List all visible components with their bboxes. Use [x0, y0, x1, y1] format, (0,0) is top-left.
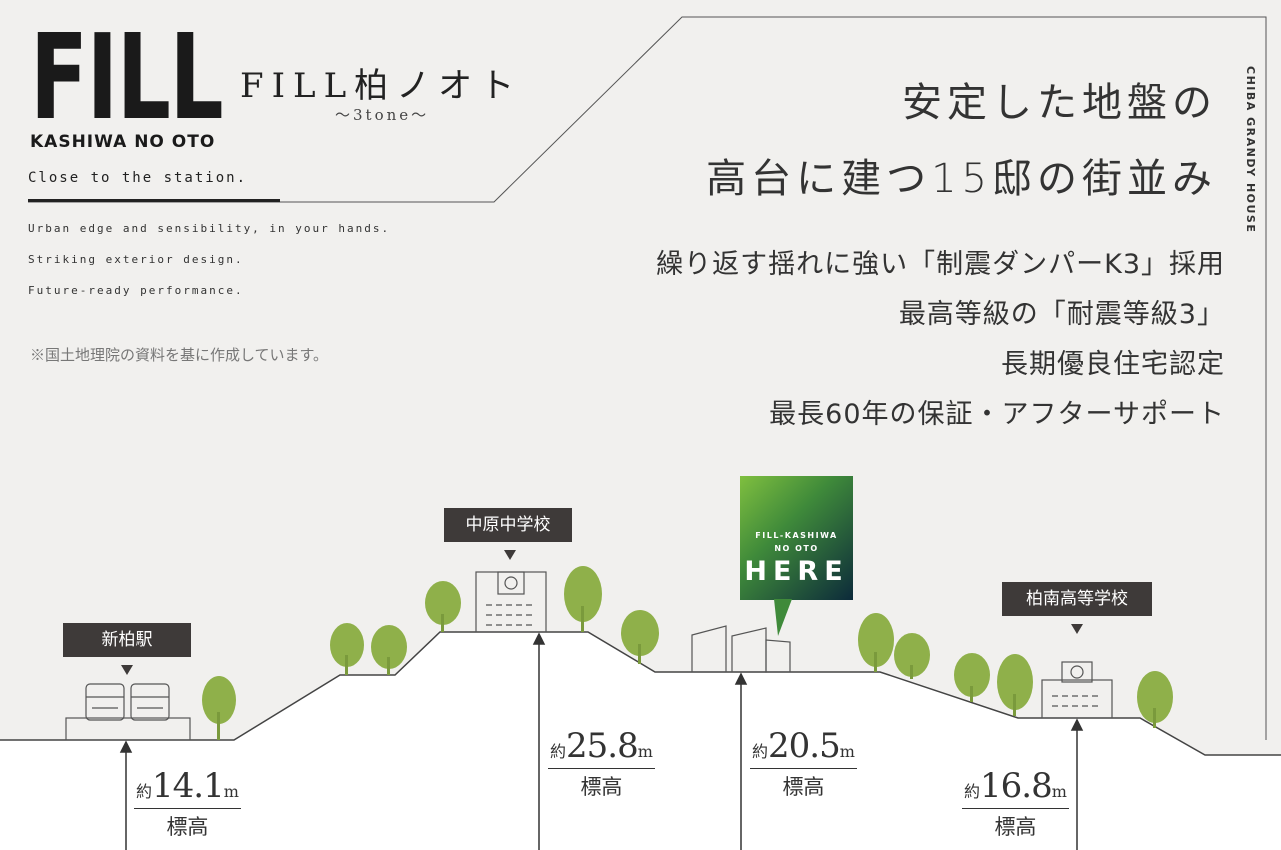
- elevation-shinkashiwa: 約14.1m 標高: [134, 766, 241, 841]
- elevation-value: 14.1: [152, 766, 225, 806]
- tree-icon: [202, 676, 236, 740]
- tree-icon: [858, 613, 894, 672]
- elevation-label: 標高: [994, 815, 1037, 839]
- elevation-hakunan: 約16.8m 標高: [962, 766, 1069, 841]
- here-marker: FILL-KASHIWA NO OTO HERE: [740, 476, 853, 600]
- junior-high-school-icon: [475, 571, 547, 633]
- feature-3: 長期優良住宅認定: [1001, 349, 1225, 380]
- elevation-value: 20.5: [768, 726, 841, 766]
- high-school-icon: [1041, 661, 1113, 719]
- tree-icon: [425, 581, 461, 632]
- feature-2: 最高等級の「耐震等級3」: [898, 299, 1225, 330]
- here-marker-text: HERE: [744, 556, 849, 587]
- tree-icon: [1137, 671, 1173, 728]
- elevation-label: 標高: [580, 775, 623, 799]
- here-marker-pointer: [774, 599, 792, 636]
- here-marker-line2: NO OTO: [774, 544, 819, 553]
- logo-fill: FILL: [30, 8, 224, 146]
- pointer-triangle: [121, 665, 133, 675]
- elevation-label: 標高: [782, 775, 825, 799]
- vertical-label: CHIBA GRANDY HOUSE: [1244, 66, 1257, 234]
- elevation-prefix: 約: [550, 742, 567, 761]
- elevation-value: 16.8: [980, 766, 1053, 806]
- station-icon: [65, 683, 191, 741]
- tree-icon: [954, 653, 990, 702]
- tagline: Close to the station.: [28, 170, 248, 186]
- elevation-unit: m: [839, 742, 855, 761]
- brand-name: FILL柏ノオト: [240, 66, 523, 106]
- sub-line-2: Striking exterior design.: [28, 253, 244, 266]
- tree-icon: [621, 610, 659, 664]
- tree-icon: [894, 633, 930, 679]
- pointer-triangle: [504, 550, 516, 560]
- elevation-value: 25.8: [566, 726, 639, 766]
- elevation-unit: m: [223, 782, 239, 801]
- label-hakunan-high-school: 柏南高等学校: [1002, 582, 1152, 616]
- headline-line-2: 高台に建つ15邸の街並み: [706, 156, 1217, 202]
- elevation-unit: m: [637, 742, 653, 761]
- pointer-triangle: [1071, 624, 1083, 634]
- elevation-prefix: 約: [752, 742, 769, 761]
- houses-icon: [691, 625, 791, 673]
- source-note: ※国土地理院の資料を基に作成しています。: [30, 346, 329, 364]
- tree-icon: [564, 566, 602, 632]
- headline-line-1: 安定した地盤の: [902, 80, 1217, 126]
- elevation-arrow: [532, 632, 546, 850]
- feature-1: 繰り返す揺れに強い「制震ダンパーK3」採用: [656, 249, 1225, 280]
- tree-icon: [371, 625, 407, 675]
- elevation-arrow: [1070, 718, 1084, 850]
- sub-line-3: Future-ready performance.: [28, 284, 244, 297]
- elevation-unit: m: [1051, 782, 1067, 801]
- tree-icon: [330, 623, 364, 675]
- label-nakahara-junior-high: 中原中学校: [444, 508, 572, 542]
- elevation-here: 約20.5m 標高: [750, 726, 857, 801]
- elevation-prefix: 約: [136, 782, 153, 801]
- feature-4: 最長60年の保証・アフターサポート: [769, 399, 1225, 430]
- sub-line-1: Urban edge and sensibility, in your hand…: [28, 222, 391, 235]
- here-marker-line1: FILL-KASHIWA: [755, 531, 838, 540]
- label-shinkashiwa-station: 新柏駅: [63, 623, 191, 657]
- elevation-arrow: [734, 672, 748, 850]
- elevation-arrow: [119, 740, 133, 850]
- tagline-underline: [28, 199, 280, 202]
- brand-tone: ～3tone～: [335, 106, 430, 124]
- elevation-prefix: 約: [964, 782, 981, 801]
- elevation-nakahara: 約25.8m 標高: [548, 726, 655, 801]
- elevation-label: 標高: [166, 815, 209, 839]
- tree-icon: [997, 654, 1033, 716]
- ground-profile: [0, 631, 1281, 850]
- logo-subtitle: KASHIWA NO OTO: [30, 132, 216, 152]
